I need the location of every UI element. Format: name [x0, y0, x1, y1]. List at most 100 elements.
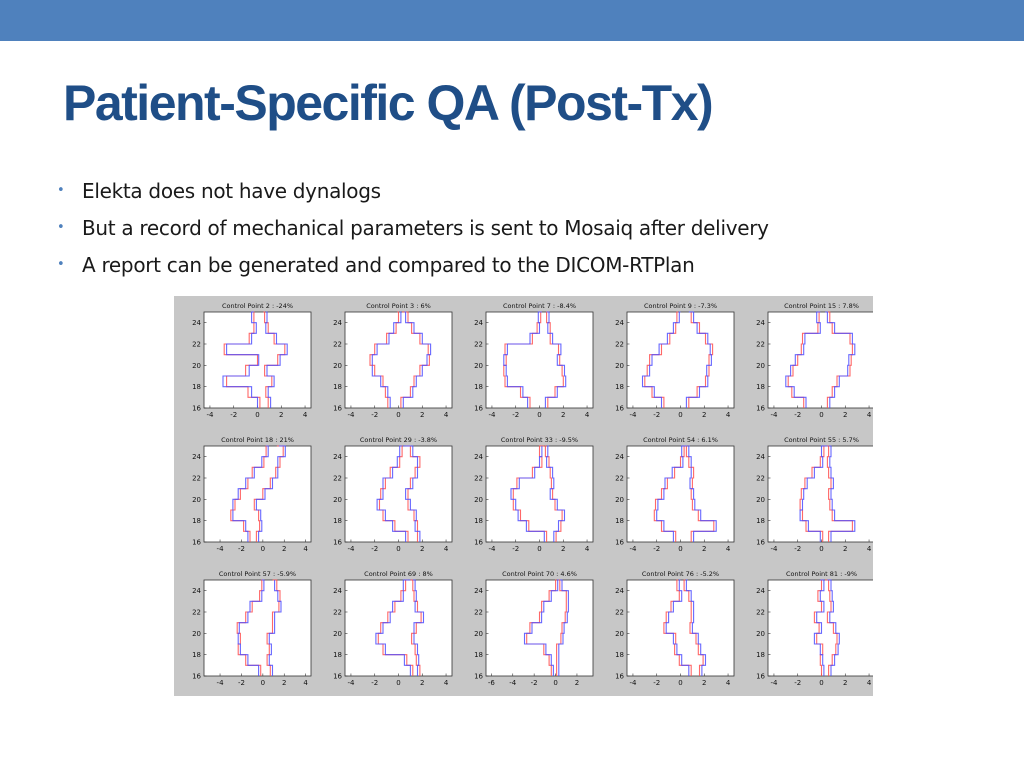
x-tick-label: -4: [347, 411, 355, 419]
y-tick-label: 24: [192, 453, 201, 461]
y-tick-label: 18: [615, 517, 624, 525]
plot-title: Control Point 15 : 7.8%: [784, 302, 859, 310]
y-tick-label: 16: [192, 673, 201, 681]
x-tick-label: 2: [702, 545, 706, 553]
x-tick-label: -4: [770, 411, 778, 419]
bullet-dot-icon: •: [57, 219, 65, 235]
record-right-boundary-line: [825, 311, 856, 408]
y-tick-label: 16: [615, 405, 624, 413]
x-tick-label: 0: [678, 679, 682, 687]
y-tick-label: 20: [756, 630, 765, 638]
y-tick-label: 16: [756, 539, 765, 547]
x-tick-label: 4: [444, 545, 449, 553]
plot-area: [203, 445, 312, 543]
plot-title: Control Point 29 : -3.8%: [360, 436, 437, 444]
y-tick-label: 16: [615, 673, 624, 681]
x-tick-label: 0: [537, 545, 541, 553]
bullet-dot-icon: •: [57, 256, 65, 272]
y-tick-label: 24: [615, 453, 624, 461]
y-tick-label: 18: [333, 383, 342, 391]
x-tick-label: 4: [303, 545, 308, 553]
plot-title: Control Point 9 : -7.3%: [644, 302, 717, 310]
record-left-boundary-line: [799, 445, 828, 542]
bullet-text: A report can be generated and compared t…: [82, 252, 695, 277]
y-tick-label: 18: [192, 651, 201, 659]
x-tick-label: -2: [512, 411, 519, 419]
record-left-boundary-line: [375, 579, 411, 676]
y-tick-label: 20: [615, 496, 624, 504]
x-tick-label: 4: [585, 411, 590, 419]
record-left-boundary-line: [232, 445, 269, 542]
y-tick-label: 24: [474, 453, 483, 461]
plot-area: [626, 579, 735, 677]
y-tick-label: 18: [333, 651, 342, 659]
x-tick-label: 4: [726, 545, 731, 553]
record-left-boundary-line: [222, 311, 260, 408]
x-tick-label: -4: [217, 679, 225, 687]
x-tick-label: -2: [238, 679, 245, 687]
x-tick-label: 2: [702, 411, 706, 419]
y-tick-label: 24: [474, 587, 483, 595]
y-tick-label: 22: [192, 341, 201, 349]
y-tick-label: 22: [615, 609, 624, 617]
x-tick-label: 2: [420, 545, 424, 553]
y-tick-label: 20: [192, 496, 201, 504]
y-tick-label: 18: [474, 383, 483, 391]
x-tick-label: 2: [575, 679, 579, 687]
y-tick-label: 20: [615, 630, 624, 638]
record-left-boundary-line: [785, 311, 821, 408]
x-tick-label: 2: [420, 679, 424, 687]
x-tick-label: 0: [261, 545, 265, 553]
y-tick-label: 20: [333, 496, 342, 504]
bullet-text: But a record of mechanical parameters is…: [82, 215, 769, 240]
x-tick-label: 0: [537, 411, 541, 419]
plot-area: [485, 579, 594, 677]
record-left-boundary-line: [371, 311, 402, 408]
y-tick-label: 16: [192, 405, 201, 413]
plot-title: Control Point 54 : 6.1%: [643, 436, 718, 444]
y-tick-label: 24: [192, 319, 201, 327]
y-tick-label: 22: [615, 475, 624, 483]
record-left-boundary-line: [503, 311, 542, 408]
y-tick-label: 22: [333, 341, 342, 349]
x-tick-label: 2: [561, 545, 565, 553]
y-tick-label: 22: [756, 475, 765, 483]
record-right-boundary-line: [544, 311, 567, 408]
x-tick-label: -4: [629, 411, 637, 419]
y-tick-label: 24: [333, 319, 342, 327]
x-tick-label: -2: [371, 545, 378, 553]
plot-title: Control Point 70 : 4.6%: [502, 570, 577, 578]
plot-area: [203, 579, 312, 677]
bullet-item: •Elekta does not have dynalogs: [57, 172, 769, 209]
x-tick-label: 4: [867, 679, 872, 687]
record-left-boundary-line: [656, 445, 688, 542]
y-tick-label: 18: [192, 517, 201, 525]
x-tick-label: 2: [279, 411, 283, 419]
y-tick-label: 24: [756, 453, 765, 461]
record-left-boundary-line: [641, 311, 681, 408]
plot-title: Control Point 76 : -5.2%: [642, 570, 719, 578]
x-tick-label: -2: [794, 411, 801, 419]
plan-right-boundary-line: [546, 311, 564, 408]
y-tick-label: 22: [192, 609, 201, 617]
y-tick-label: 16: [333, 673, 342, 681]
x-tick-label: -4: [488, 545, 496, 553]
record-left-boundary-line: [813, 579, 825, 676]
x-tick-label: 2: [843, 679, 847, 687]
x-tick-label: -4: [770, 545, 778, 553]
x-tick-label: -4: [347, 545, 355, 553]
plot-area: [344, 445, 453, 543]
y-tick-label: 22: [756, 609, 765, 617]
x-tick-label: -4: [488, 411, 496, 419]
y-tick-label: 22: [333, 475, 342, 483]
plot-area: [344, 311, 453, 409]
